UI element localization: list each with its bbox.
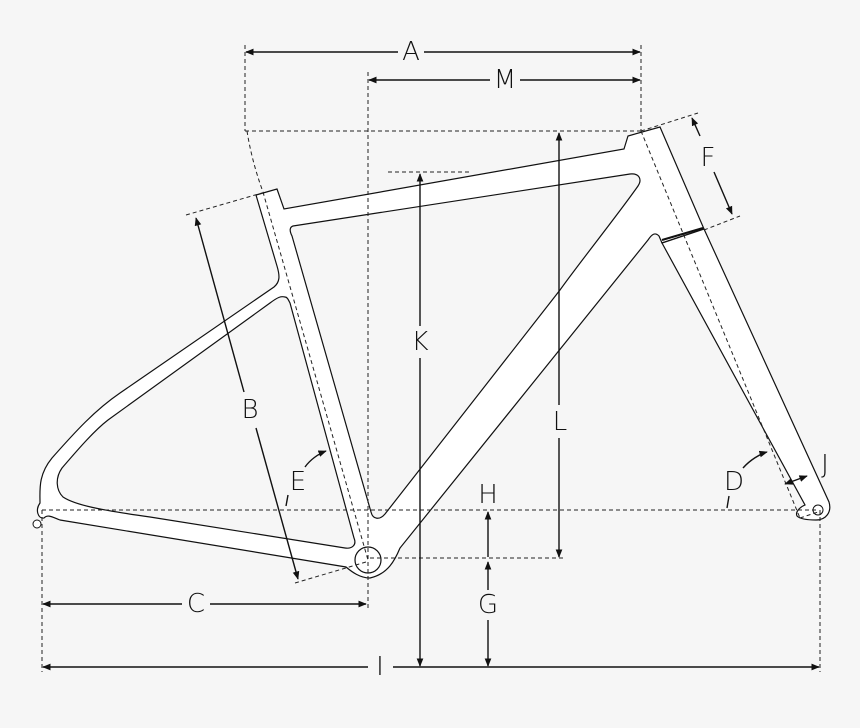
angle-e: E bbox=[285, 450, 327, 507]
angle-d: D bbox=[724, 450, 768, 509]
label-b: B bbox=[241, 395, 258, 425]
label-e: E bbox=[290, 467, 306, 497]
label-g: G bbox=[478, 590, 498, 620]
rear-axle bbox=[32, 519, 42, 529]
dimension-m: M bbox=[368, 65, 641, 95]
label-c: C bbox=[187, 589, 205, 619]
label-l: L bbox=[553, 407, 568, 437]
construction-lines bbox=[41, 45, 821, 672]
bike-fork bbox=[661, 228, 831, 521]
bike-frame bbox=[36, 126, 705, 579]
label-f: F bbox=[701, 143, 716, 173]
dimension-h: H bbox=[478, 480, 498, 557]
dimension-b: B bbox=[194, 217, 300, 580]
headset-line bbox=[661, 227, 704, 241]
label-j: J bbox=[821, 450, 829, 480]
label-m: M bbox=[494, 65, 516, 95]
dimension-a: A bbox=[245, 37, 641, 67]
dimension-j: J bbox=[784, 450, 829, 485]
label-k: K bbox=[411, 327, 428, 357]
dimension-c: C bbox=[42, 589, 367, 619]
label-a: A bbox=[402, 37, 420, 67]
dimension-g: G bbox=[478, 561, 498, 667]
dimension-k: K bbox=[411, 173, 429, 667]
dimension-f: F bbox=[691, 117, 733, 215]
label-d: D bbox=[724, 467, 744, 497]
dimension-i: I bbox=[42, 652, 820, 682]
dimension-l: L bbox=[553, 132, 568, 558]
label-h: H bbox=[478, 480, 498, 510]
label-i: I bbox=[376, 652, 384, 682]
